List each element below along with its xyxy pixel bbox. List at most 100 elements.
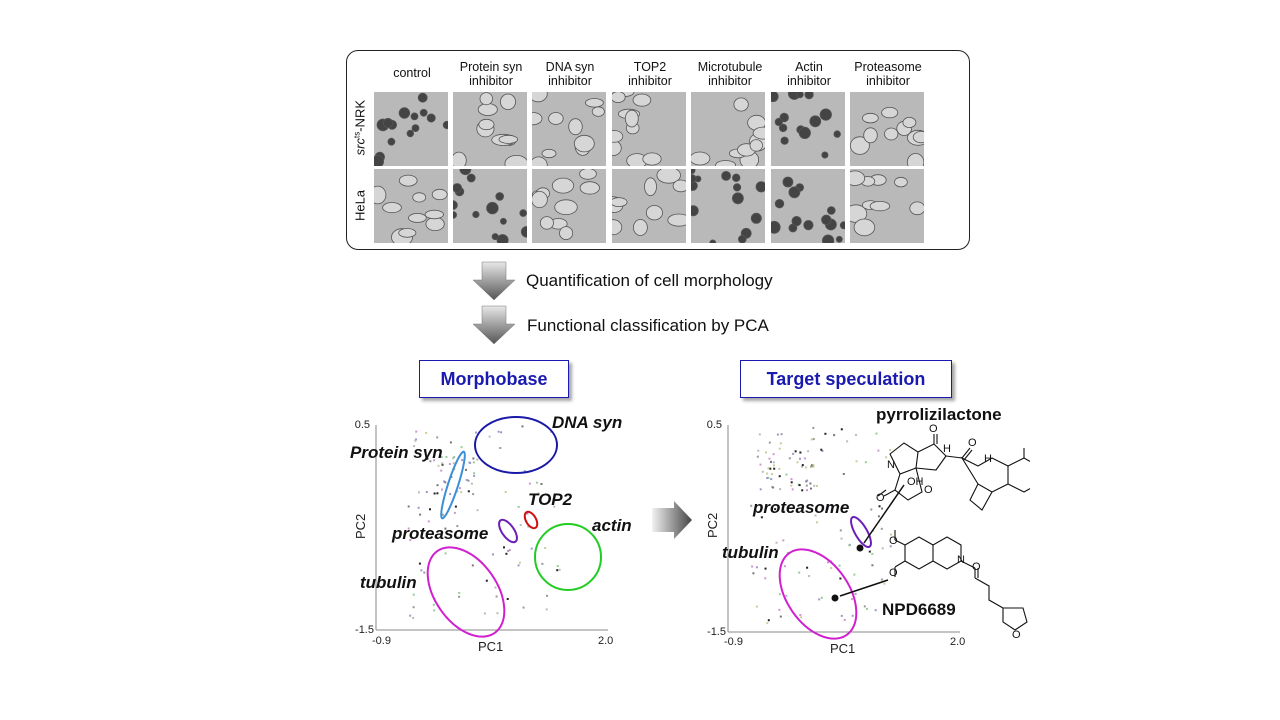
scatter-point (556, 569, 559, 572)
scatter-point (783, 565, 786, 568)
scatter-point (778, 475, 781, 478)
scatter-point (449, 493, 452, 495)
scatter-point (806, 566, 809, 569)
x-min-label: -0.9 (372, 635, 391, 647)
scatter-point (441, 462, 444, 465)
micrograph-cell (850, 169, 924, 243)
svg-text:O: O (972, 561, 981, 573)
scatter-point (415, 438, 417, 441)
micrograph-cell (850, 92, 924, 166)
label-tubulin: tubulin (722, 543, 779, 562)
tubulin-cluster (778, 548, 858, 640)
scatter-point (472, 457, 475, 460)
top2-cluster (523, 510, 539, 530)
label-proteasome: proteasome (391, 524, 488, 543)
scatter-point (799, 457, 801, 460)
scatter-point (807, 450, 810, 453)
scatter-point (851, 614, 854, 617)
scatter-point (820, 596, 823, 599)
scatter-point (476, 509, 479, 512)
scatter-point (407, 527, 410, 530)
scatter-point (444, 481, 447, 484)
scatter-point (755, 605, 758, 608)
scatter-point (432, 603, 435, 606)
scatter-point (780, 433, 783, 436)
scatter-point (469, 461, 472, 464)
scatter-point (855, 433, 857, 436)
scatter-point (409, 539, 412, 542)
scatter-point (528, 482, 531, 485)
scatter-point (848, 544, 851, 547)
scatter-point (870, 508, 873, 511)
scatter-point (889, 449, 892, 451)
pyrrolizilactone-pointer (863, 484, 905, 544)
scatter-point (765, 451, 767, 454)
scatter-point (764, 577, 767, 580)
image-panel (346, 50, 970, 250)
scatter-point (801, 464, 804, 467)
scatter-point (769, 467, 772, 470)
proteasome-cluster (850, 515, 872, 549)
scatter-point (412, 593, 415, 596)
micrograph-cell (532, 92, 606, 166)
scatter-point (472, 461, 475, 464)
scatter-point (441, 513, 444, 516)
scatter-point (459, 487, 461, 490)
svg-text:O: O (889, 567, 898, 579)
pyrrolizilactone-atoms: N O O O O OH H H (876, 423, 992, 504)
y-max-label: 0.5 (707, 419, 722, 431)
scatter-point (855, 460, 858, 463)
scatter-point (417, 506, 420, 509)
proteasome-cluster (498, 518, 518, 544)
scatter-point (806, 489, 808, 492)
scatter-point (492, 553, 494, 556)
row-label-srcts-nrk: srcts-NRK (352, 99, 368, 156)
scatter-point (437, 464, 440, 467)
scatter-point (429, 460, 432, 463)
npd6689-point (831, 594, 839, 602)
scatter-point (782, 539, 785, 542)
scatter-point (839, 577, 842, 580)
scatter-point (460, 446, 463, 449)
scatter-point (449, 441, 452, 444)
scatter-point (436, 492, 439, 495)
scatter-point (537, 492, 540, 495)
scatter-point (785, 594, 788, 597)
label-top2: TOP2 (528, 490, 573, 509)
svg-text:O: O (924, 484, 933, 496)
scatter-point (766, 472, 769, 475)
scatter-point (526, 512, 529, 515)
scatter-point (871, 552, 874, 555)
scatter-point (453, 511, 456, 514)
scatter-point (864, 461, 867, 464)
right-arrow (652, 501, 692, 539)
scatter-point (838, 564, 841, 567)
scatter-point (764, 567, 767, 570)
scatter-point (546, 594, 548, 597)
scatter-point (760, 516, 763, 519)
scatter-point (768, 457, 771, 460)
scatter-point (419, 513, 422, 516)
scatter-point (454, 505, 457, 508)
scatter-point (877, 449, 880, 452)
scatter-point (778, 608, 781, 611)
scatter-point (444, 552, 447, 555)
scatter-point (773, 467, 776, 470)
row-label-hela: HeLa (352, 189, 368, 222)
scatter-point (820, 448, 823, 451)
scatter-point (497, 430, 500, 433)
scatter-point (456, 490, 459, 493)
scatter-point (815, 521, 818, 524)
scatter-point (445, 456, 448, 458)
column-label-control: control (393, 66, 431, 80)
svg-text:H: H (984, 453, 992, 465)
scatter-point (791, 488, 794, 491)
scatter-point (770, 478, 773, 481)
scatter-point (407, 505, 410, 508)
scatter-point (786, 551, 789, 554)
scatter-point (772, 461, 775, 464)
scatter-point (476, 458, 479, 461)
svg-text:N: N (957, 554, 965, 566)
micrograph-cell (771, 92, 845, 166)
step-quantification: Quantification of cell morphology (526, 271, 773, 290)
